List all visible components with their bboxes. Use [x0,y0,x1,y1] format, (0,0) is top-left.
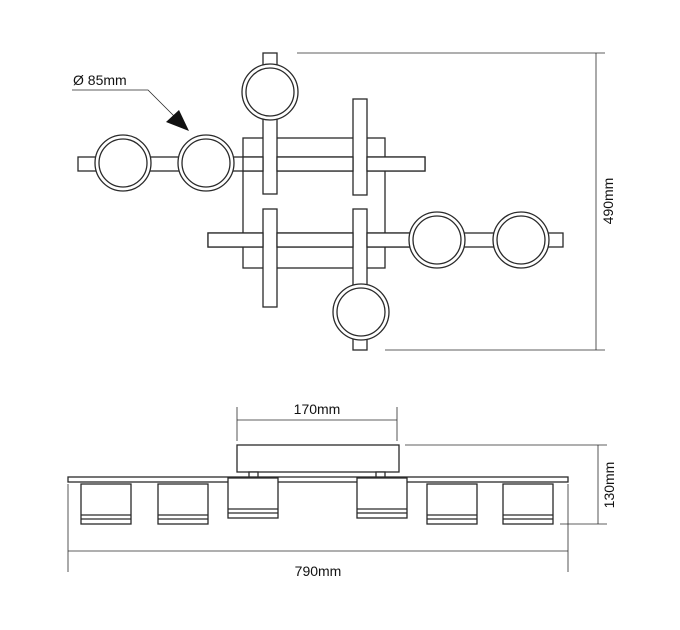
vertical-bar-left-bottom [262,208,278,308]
side-bar [67,476,569,483]
canopy-width-label: 170mm [294,401,341,417]
upper-bar-crossing-right [366,156,426,172]
total-width-label: 790mm [295,563,342,579]
lamp-ring-far-right [492,211,550,269]
lower-bar-crossing-left [207,232,264,248]
upper-bar-crossing-left [242,156,264,172]
lower-bar-crossing-mid [276,232,354,248]
side-lamp-6 [502,483,554,525]
lamp-ring-top [241,63,299,121]
lamp-ring-bottom [332,283,390,341]
lamp-ring-right [408,211,466,269]
side-view: 170mm [67,401,617,579]
side-lamp-1 [80,483,132,525]
vertical-bar-right-top [352,98,368,196]
upper-bar-crossing-mid [276,156,354,172]
diameter-arrowhead [166,110,189,131]
height-side-label: 130mm [601,462,617,509]
lamp-ring-far-left [94,134,152,192]
height-top-label: 490mm [600,178,616,225]
side-canopy [236,444,400,473]
top-view: Ø 85mm 490mm [72,52,616,351]
side-lamp-4 [356,477,408,519]
lower-bar-crossing-right [366,232,411,248]
diameter-label: Ø 85mm [73,72,127,88]
diameter-leader-line [72,89,175,117]
side-lamp-5 [426,483,478,525]
lamp-ring-left [177,134,235,192]
side-lamp-2 [157,483,209,525]
side-lamp-3 [227,477,279,519]
